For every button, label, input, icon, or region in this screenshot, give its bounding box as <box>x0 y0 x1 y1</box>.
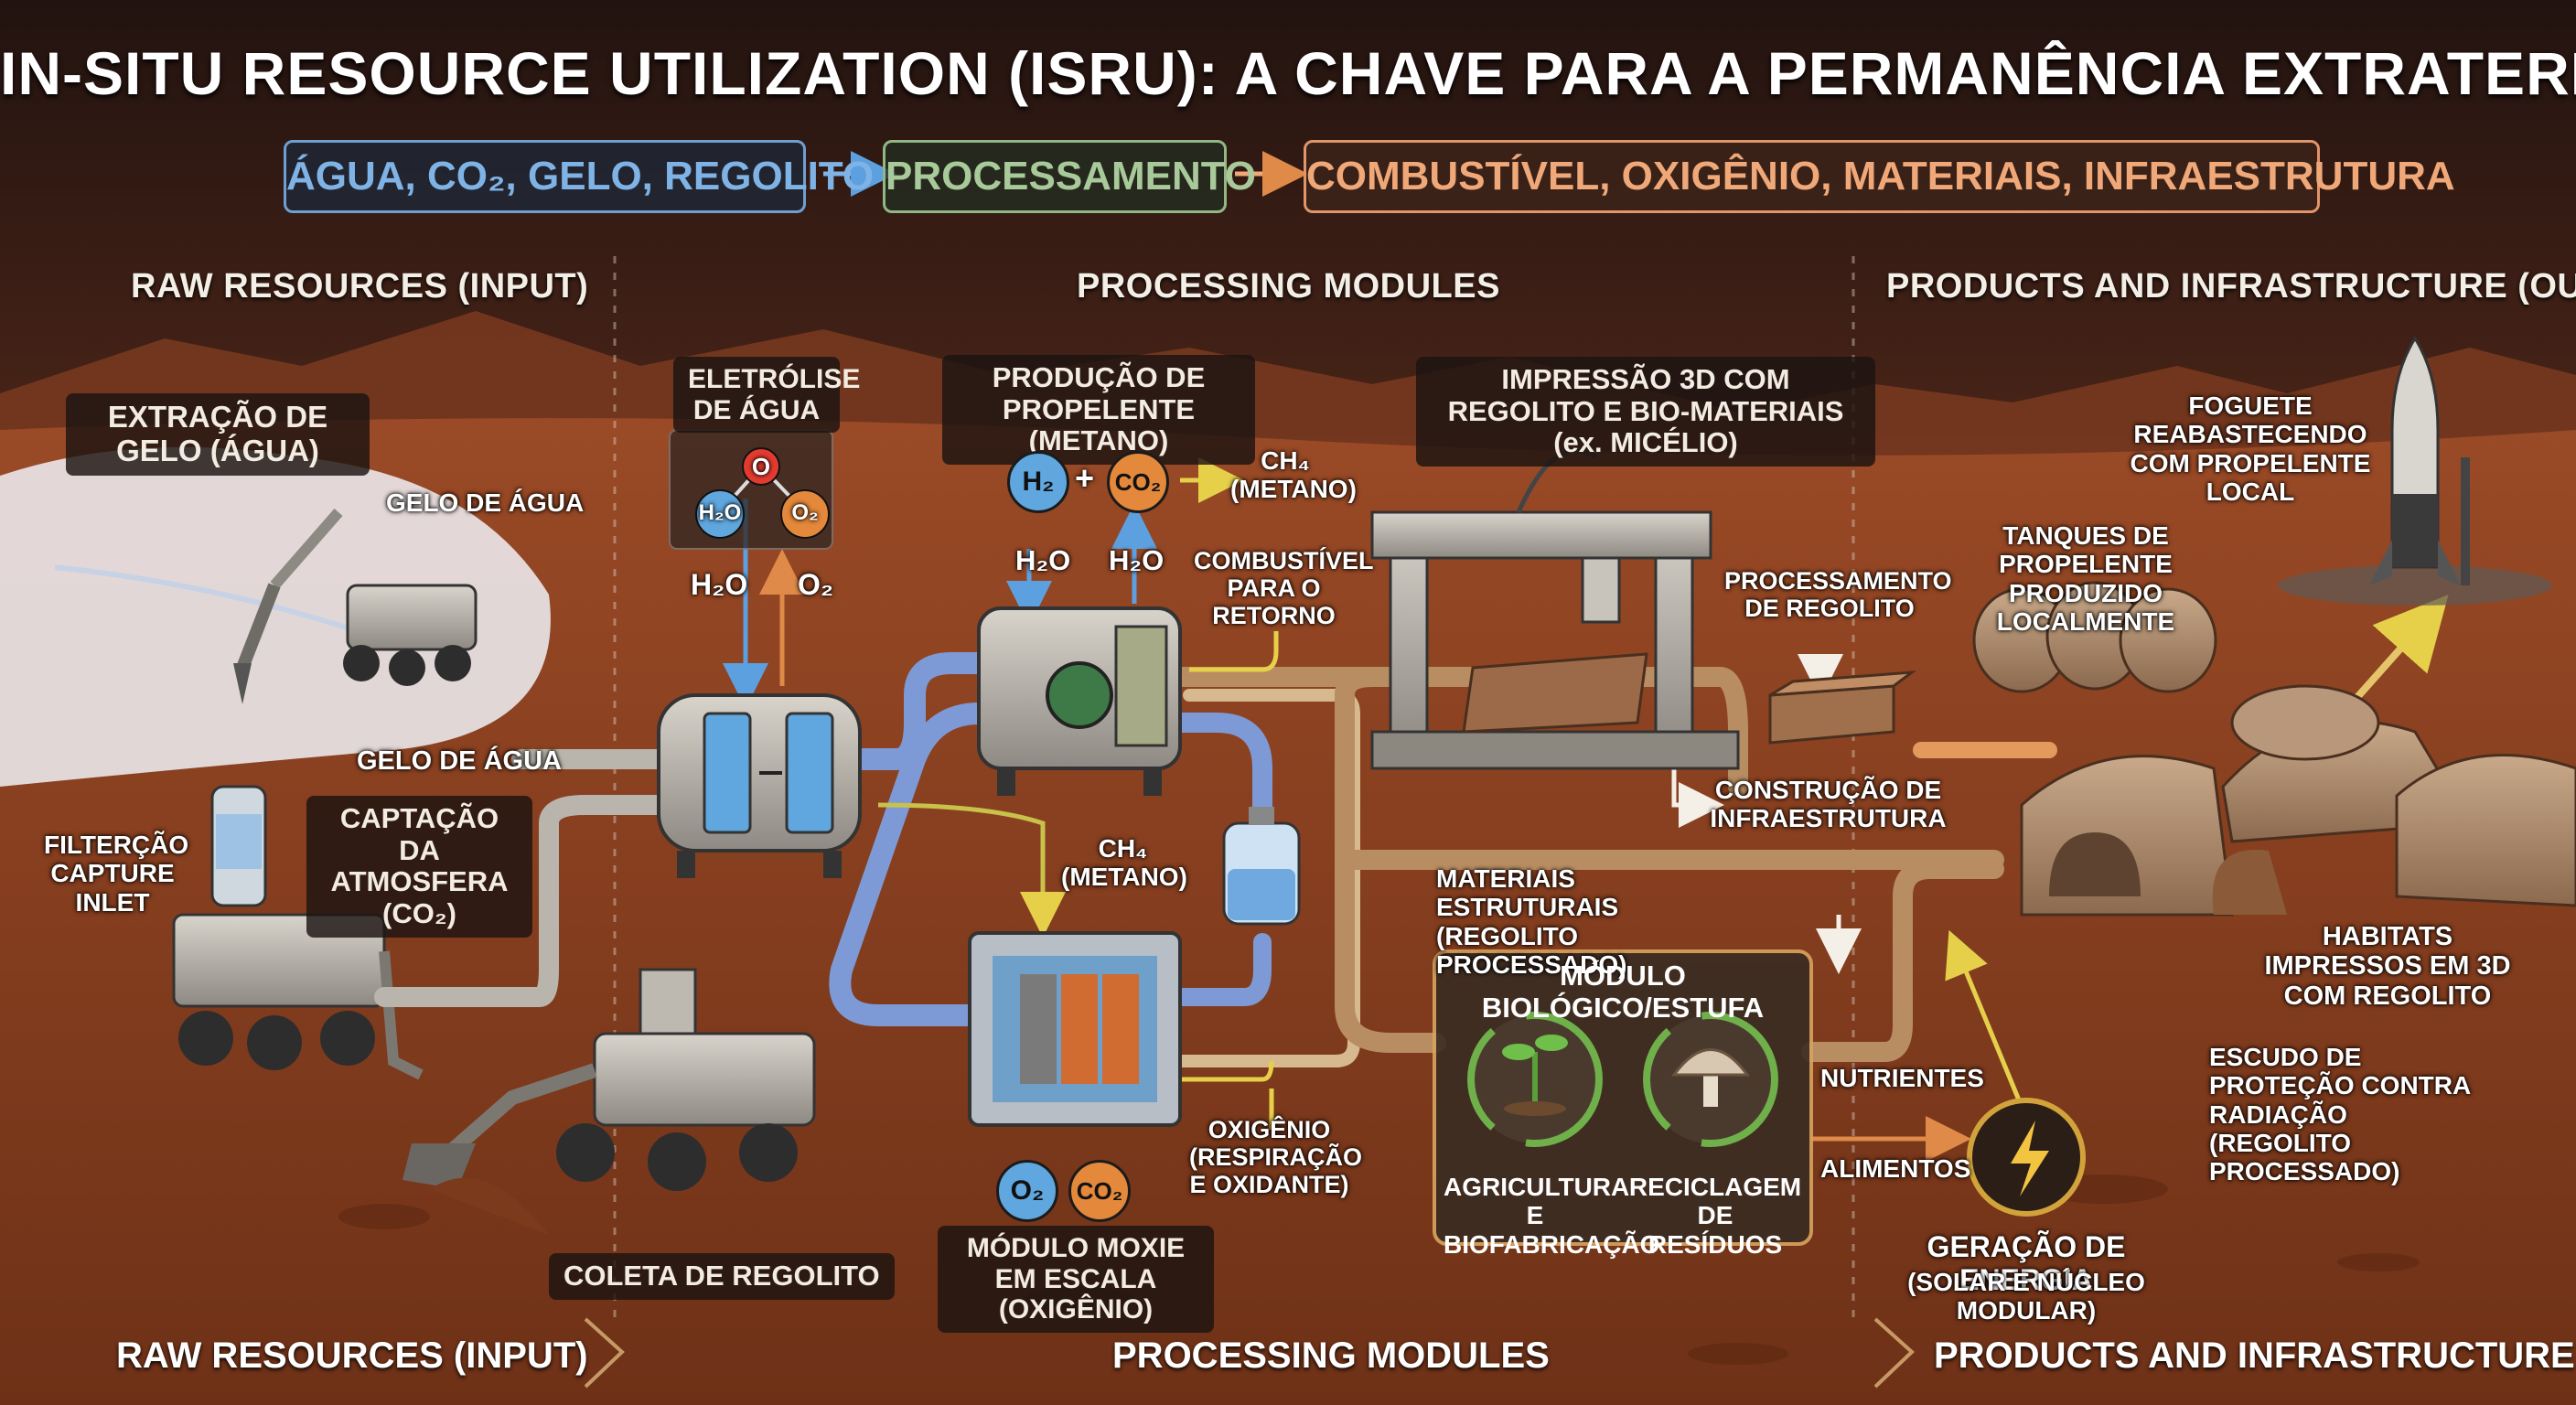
regolith-brick-icon <box>1768 670 1917 745</box>
section-processing: PROCESSING MODULES <box>1077 267 1500 306</box>
plus-sign: + <box>1075 459 1095 497</box>
section-output: PRODUCTS AND INFRASTRUCTURE (OUTPUT) <box>1886 267 2576 306</box>
filter-rover-icon <box>172 785 424 1080</box>
section-input: RAW RESOURCES (INPUT) <box>131 267 589 306</box>
regolith-collection-label: COLETA DE REGOLITO <box>549 1253 895 1300</box>
electrolyzer-tank-icon <box>657 693 862 878</box>
bio-module-title: MÓDULO BIOLÓGICO/ESTUFA <box>1481 960 1765 1024</box>
chevron-right-icon <box>1873 1317 1915 1389</box>
moxie-unit-icon <box>968 931 1182 1127</box>
moxie-chip-co2: CO₂ <box>1068 1160 1131 1222</box>
chevron-right-icon <box>584 1317 625 1389</box>
habitat-dome-icon <box>2020 684 2576 917</box>
shield-label: ESCUDO DE PROTEÇÃO CONTRA RADIAÇÃO (REGO… <box>2209 1043 2471 1186</box>
printing-label: IMPRESSÃO 3D COM REGOLITO E BIO-MATERIAI… <box>1416 357 1875 467</box>
page-title: IN-SITU RESOURCE UTILIZATION (ISRU): A C… <box>0 39 2576 107</box>
footer-chevrons <box>584 1317 1915 1389</box>
propellant-tanks-icon <box>1972 581 2217 693</box>
water-ice-label-2: GELO DE ÁGUA <box>357 746 562 776</box>
structural-materials-label: MATERIAIS ESTRUTURAIS (REGOLITO PROCESSA… <box>1436 864 1627 980</box>
habitats-label: HABITATS IMPRESSOS EM 3D COM REGOLITO <box>2264 922 2511 1011</box>
seedling-icon <box>1502 1035 1568 1116</box>
agriculture-label: AGRICULTURA E BIOFABRICAÇÃO <box>1444 1173 1660 1259</box>
oxygen-use-label: OXIGÊNIO (RESPIRAÇÃO E OXIDANTE) <box>1189 1116 1363 1199</box>
food-label: ALIMENTOS <box>1820 1154 1971 1183</box>
tanks-label: TANQUES DE PROPELENTE PRODUZIDO LOCALMEN… <box>1996 521 2175 637</box>
electrolysis-h2o-in: H₂O <box>691 568 748 601</box>
reactor-h2o-a: H₂O <box>1015 544 1071 576</box>
ch4-product-label: CH₄ (METANO) <box>1230 446 1357 504</box>
mushroom-icon <box>1671 1048 1750 1107</box>
ice-field <box>0 446 551 787</box>
atmo-capture-label: CAPTAÇÃO DA ATMOSFERA (CO₂) <box>306 796 532 938</box>
filter-inlet-label: FILTERÇÃO CAPTURE INLET <box>44 831 189 917</box>
molecule-o-label: O <box>751 453 771 480</box>
chip-h2: H₂ <box>1007 451 1069 513</box>
solar-lightning-icon <box>1967 1098 2086 1217</box>
reactor-h2o-b: H₂O <box>1109 544 1165 576</box>
rocket-label: FOGUETE REABASTECENDO COM PROPELENTE LOC… <box>2130 391 2371 507</box>
pipes <box>374 652 2057 1067</box>
footer-processing: PROCESSING MODULES <box>1112 1335 1550 1376</box>
molecule-box <box>669 429 833 550</box>
footer-output: PRODUCTS AND INFRASTRUCTURE (OUTPUT) <box>1934 1335 2576 1376</box>
return-fuel-label: COMBUSTÍVEL PARA O RETORNO <box>1194 547 1374 630</box>
drill-rover-icon <box>233 509 478 704</box>
moxie-label: MÓDULO MOXIE EM ESCALA (OXIGÊNIO) <box>938 1226 1214 1333</box>
ice-extraction-label: EXTRAÇÃO DE GELO (ÁGUA) <box>66 393 370 476</box>
molecule-o2-label: O₂ <box>791 500 819 525</box>
energy-subtitle: (SOLAR E NÚCLEO MODULAR) <box>1907 1268 2145 1325</box>
water-ice-label-1: GELO DE ÁGUA <box>386 488 585 517</box>
flow-input-pill: ÁGUA, CO₂, GELO, REGOLITO <box>284 140 874 213</box>
recycling-label: RECICLAGEM DE RESÍDUOS <box>1628 1173 1802 1259</box>
energy-title: GERAÇÃO DE ENERGIA <box>1927 1230 2126 1296</box>
scoop-rover-icon <box>402 968 816 1235</box>
flow-process-pill: PROCESSAMENTO <box>883 140 1256 213</box>
ch4-mid-label: CH₄ (METANO) <box>1061 834 1187 892</box>
nutrients-label: NUTRIENTES <box>1820 1064 1984 1092</box>
chip-co2: CO₂ <box>1107 451 1169 513</box>
footer-input: RAW RESOURCES (INPUT) <box>116 1335 588 1376</box>
infra-construction-label: CONSTRUÇÃO DE INFRAESTRUTURA <box>1710 776 1947 833</box>
rocket-icon <box>2278 336 2552 606</box>
moxie-chip-o2: O₂ <box>996 1160 1058 1222</box>
flow-output-pill: COMBUSTÍVEL, OXIGÊNIO, MATERIAIS, INFRAE… <box>1304 140 2455 213</box>
water-bottle <box>1222 807 1301 926</box>
electrolysis-o2-out: O₂ <box>798 568 834 601</box>
propellant-label: PRODUÇÃO DE PROPELENTE (METANO) <box>942 355 1255 466</box>
sabatier-reactor-icon <box>977 606 1182 796</box>
regolith-processing-label: PROCESSAMENTO DE REGOLITO <box>1724 567 1952 623</box>
molecule-h2o-label: H₂O <box>698 500 742 525</box>
electrolysis-label: ELETRÓLISE DE ÁGUA <box>673 357 860 434</box>
